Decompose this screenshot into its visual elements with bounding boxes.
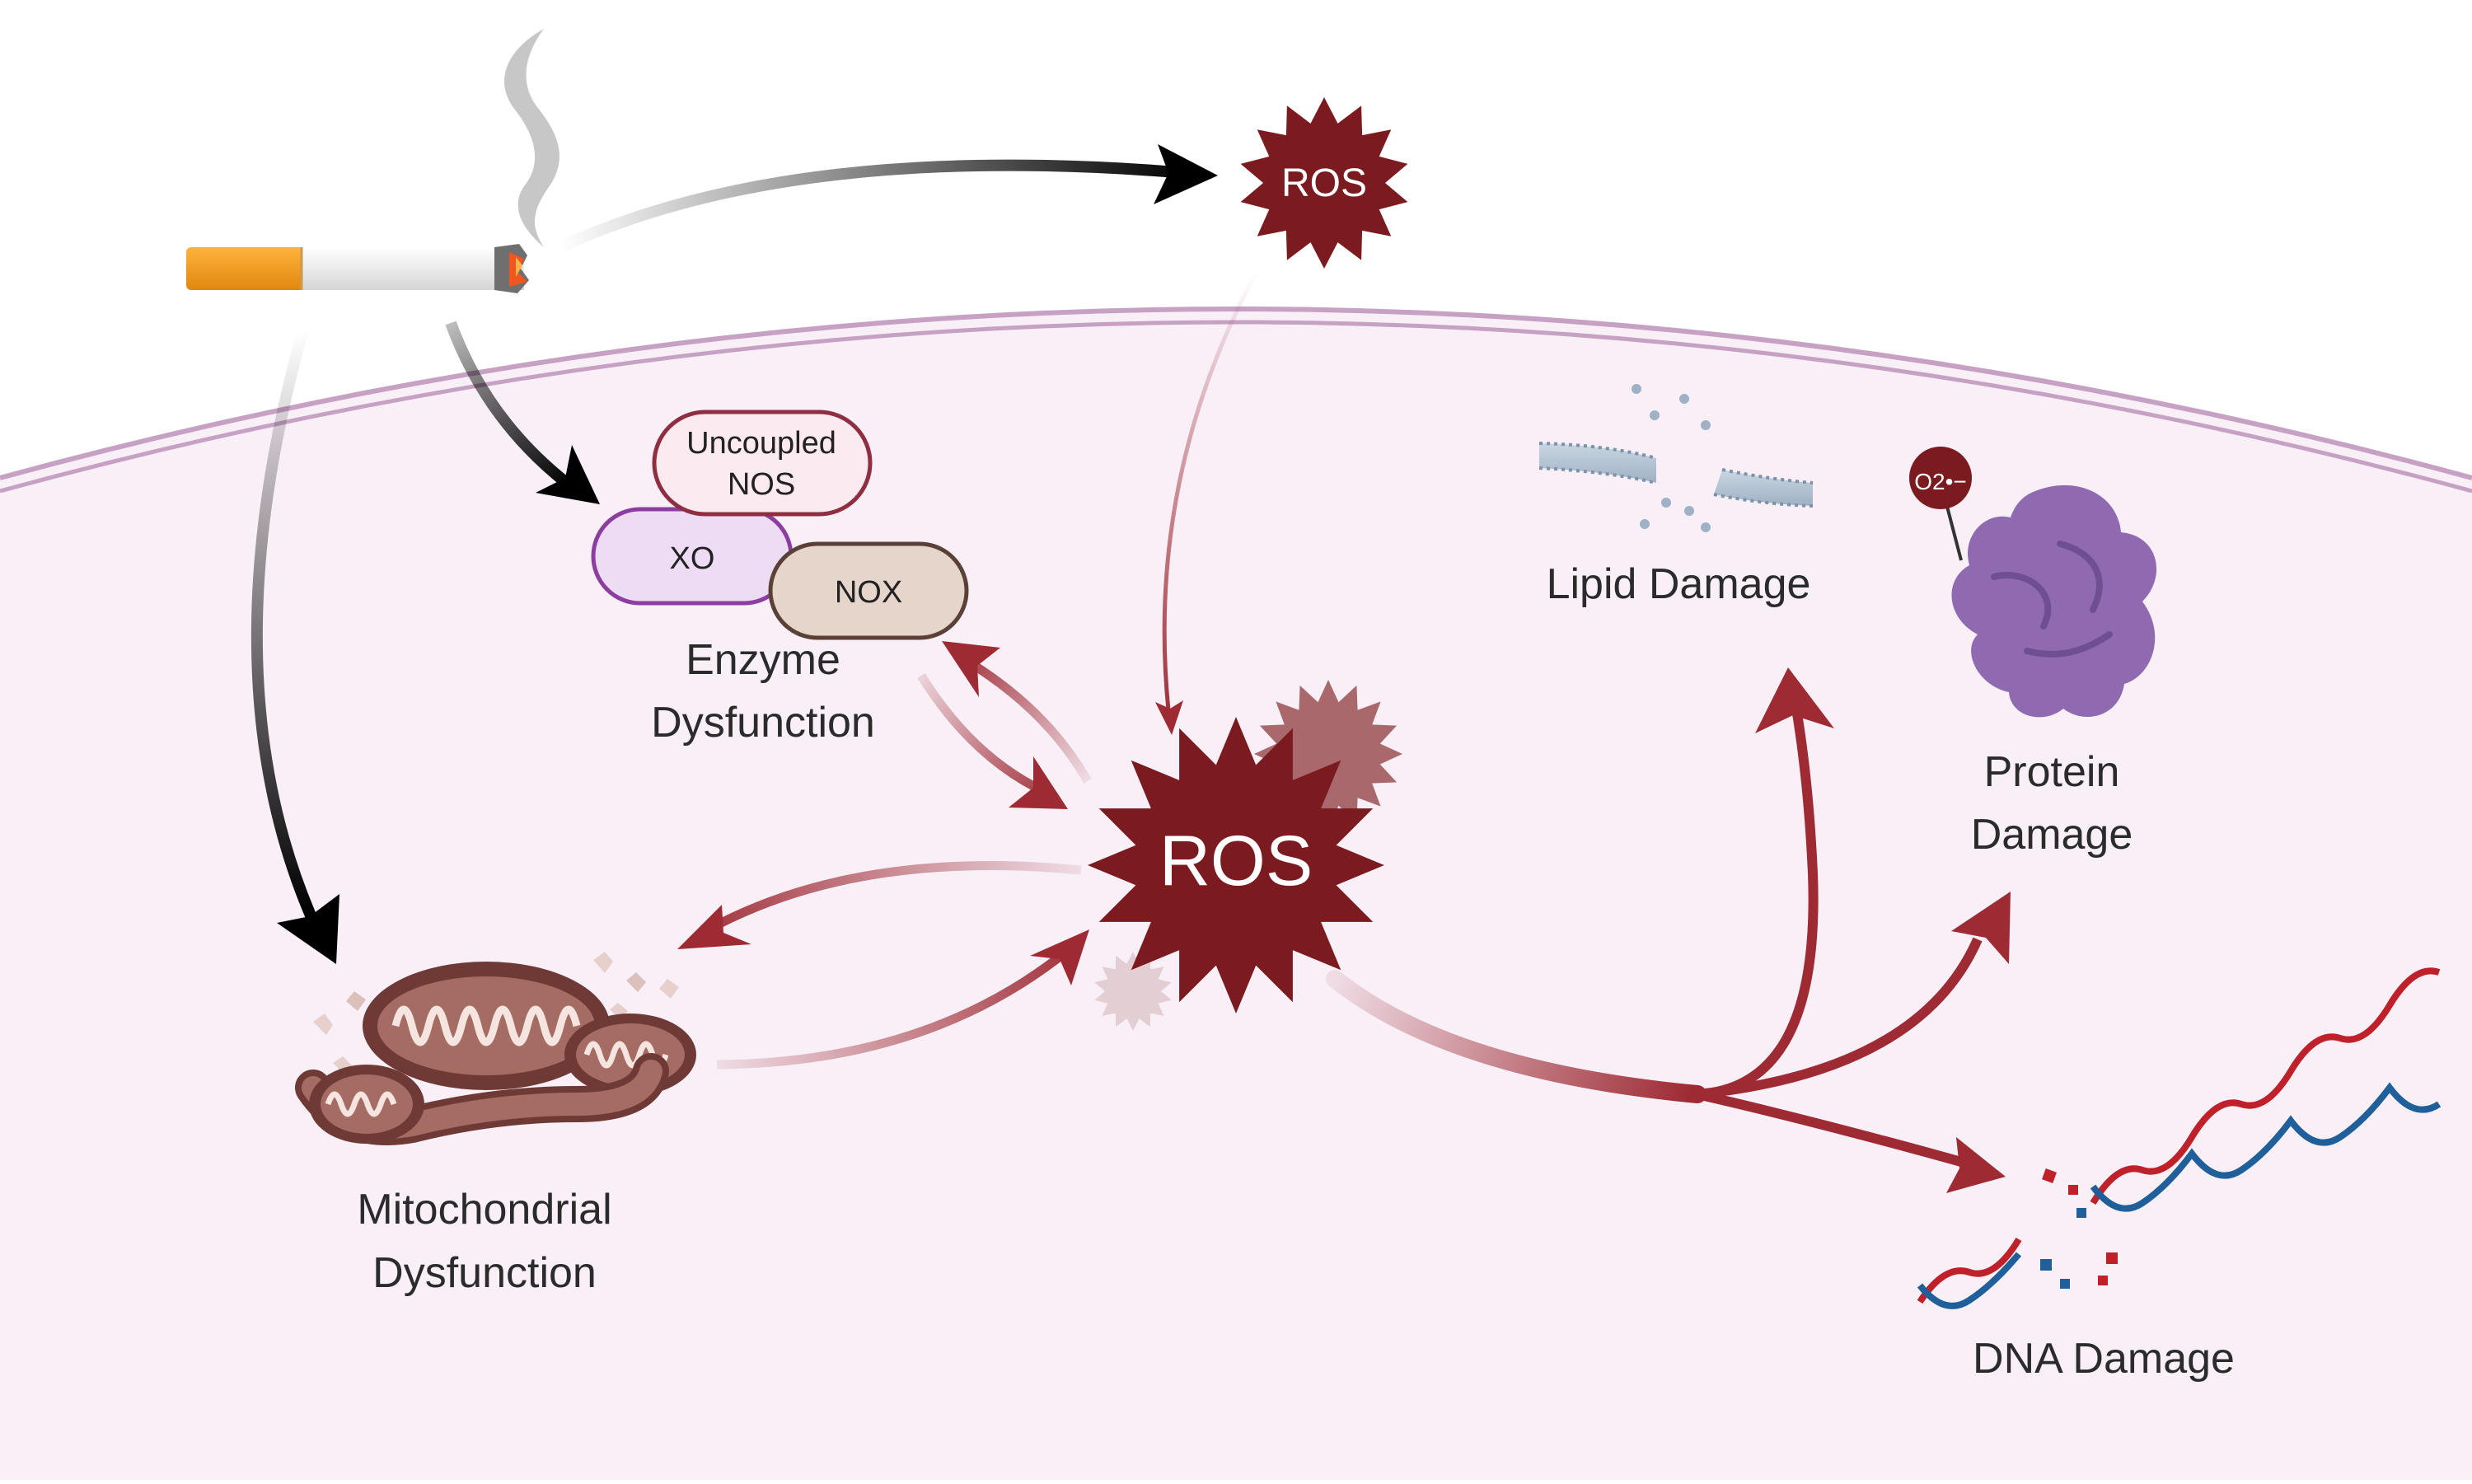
arrow-ros-to-mito: [706, 861, 1082, 934]
arrowhead-cigarette-to-enzyme: [536, 445, 600, 504]
ros-outer-label: ROS: [1281, 162, 1367, 205]
arrowhead-to-protein: [1951, 892, 2011, 964]
uncoupled-nos-label-2: NOS: [728, 467, 795, 502]
protein-icon: O2•−: [1909, 447, 2157, 718]
arrow-ros-to-enzyme: [962, 655, 1092, 784]
ros-burst-outer: ROS: [1240, 97, 1408, 269]
cigarette-icon: [186, 244, 529, 293]
ros-burst-icon: [1240, 97, 1408, 269]
arrow-ros-outer-to-center: [1162, 270, 1259, 711]
dna-damage-label: DNA Damage: [1973, 1335, 2235, 1383]
arrowhead-cigarette-to-mito: [277, 894, 339, 964]
xo-label: XO: [670, 541, 715, 576]
ros-faded-burst-icon: [1094, 952, 1172, 1031]
enzyme-group: XO Uncoupled NOS NOX Enzyme Dysfunction: [591, 410, 969, 747]
arrow-to-protein: [1697, 937, 1983, 1099]
superoxide-label: O2•−: [1914, 469, 1967, 494]
arrowhead-mito-to-ros: [1030, 929, 1089, 985]
arrow-cigarette-to-enzyme: [445, 321, 573, 489]
uncoupled-nos-pill: [652, 410, 873, 517]
arrowhead-ros-outer-to-center: [1155, 700, 1183, 735]
arrowhead-enzyme-to-ros: [1009, 756, 1068, 809]
uncoupled-nos-label-1: Uncoupled: [686, 426, 836, 461]
dna-helix-icon: [1917, 967, 2442, 1309]
arrow-to-dna: [1696, 1089, 1963, 1167]
mito-title-2: Dysfunction: [372, 1249, 597, 1297]
arrow-to-lipid: [1697, 708, 1819, 1099]
protein-damage-label-2: Damage: [1971, 811, 2133, 859]
mitochondrion-icon: [295, 952, 696, 1145]
ros-burst-center-cluster: ROS: [1088, 680, 1402, 1031]
ros-burst-icon: [1088, 717, 1384, 1014]
mito-title-1: Mitochondrial: [357, 1186, 611, 1234]
enzyme-title-1: Enzyme: [686, 636, 840, 684]
cell-membrane-inner: [0, 320, 2472, 494]
lipid-bilayer-icon: [1538, 384, 1814, 532]
arrowhead-ros-to-mito: [677, 905, 751, 949]
arrow-ros-main-flow: [1326, 970, 1707, 1103]
protein-damage-label-1: Protein: [1984, 748, 2120, 796]
ros-center-label: ROS: [1159, 822, 1313, 901]
enzyme-title-2: Dysfunction: [651, 699, 875, 747]
arrowhead-to-dna: [1946, 1137, 2006, 1193]
arrow-cigarette-to-ros: [558, 159, 1187, 253]
lipid-damage-label: Lipid Damage: [1547, 560, 1811, 608]
arrowhead-to-lipid: [1755, 667, 1834, 733]
arrow-mito-to-ros: [716, 943, 1074, 1070]
smoke-icon: [504, 29, 559, 247]
nox-label: NOX: [835, 575, 902, 610]
arrowhead-ros-to-enzyme: [942, 641, 1000, 697]
arrow-cigarette-to-mito: [250, 328, 319, 924]
arrow-enzyme-to-ros: [917, 673, 1049, 797]
nox-pill: [768, 541, 969, 640]
arrowhead-cigarette-to-ros: [1154, 144, 1218, 204]
